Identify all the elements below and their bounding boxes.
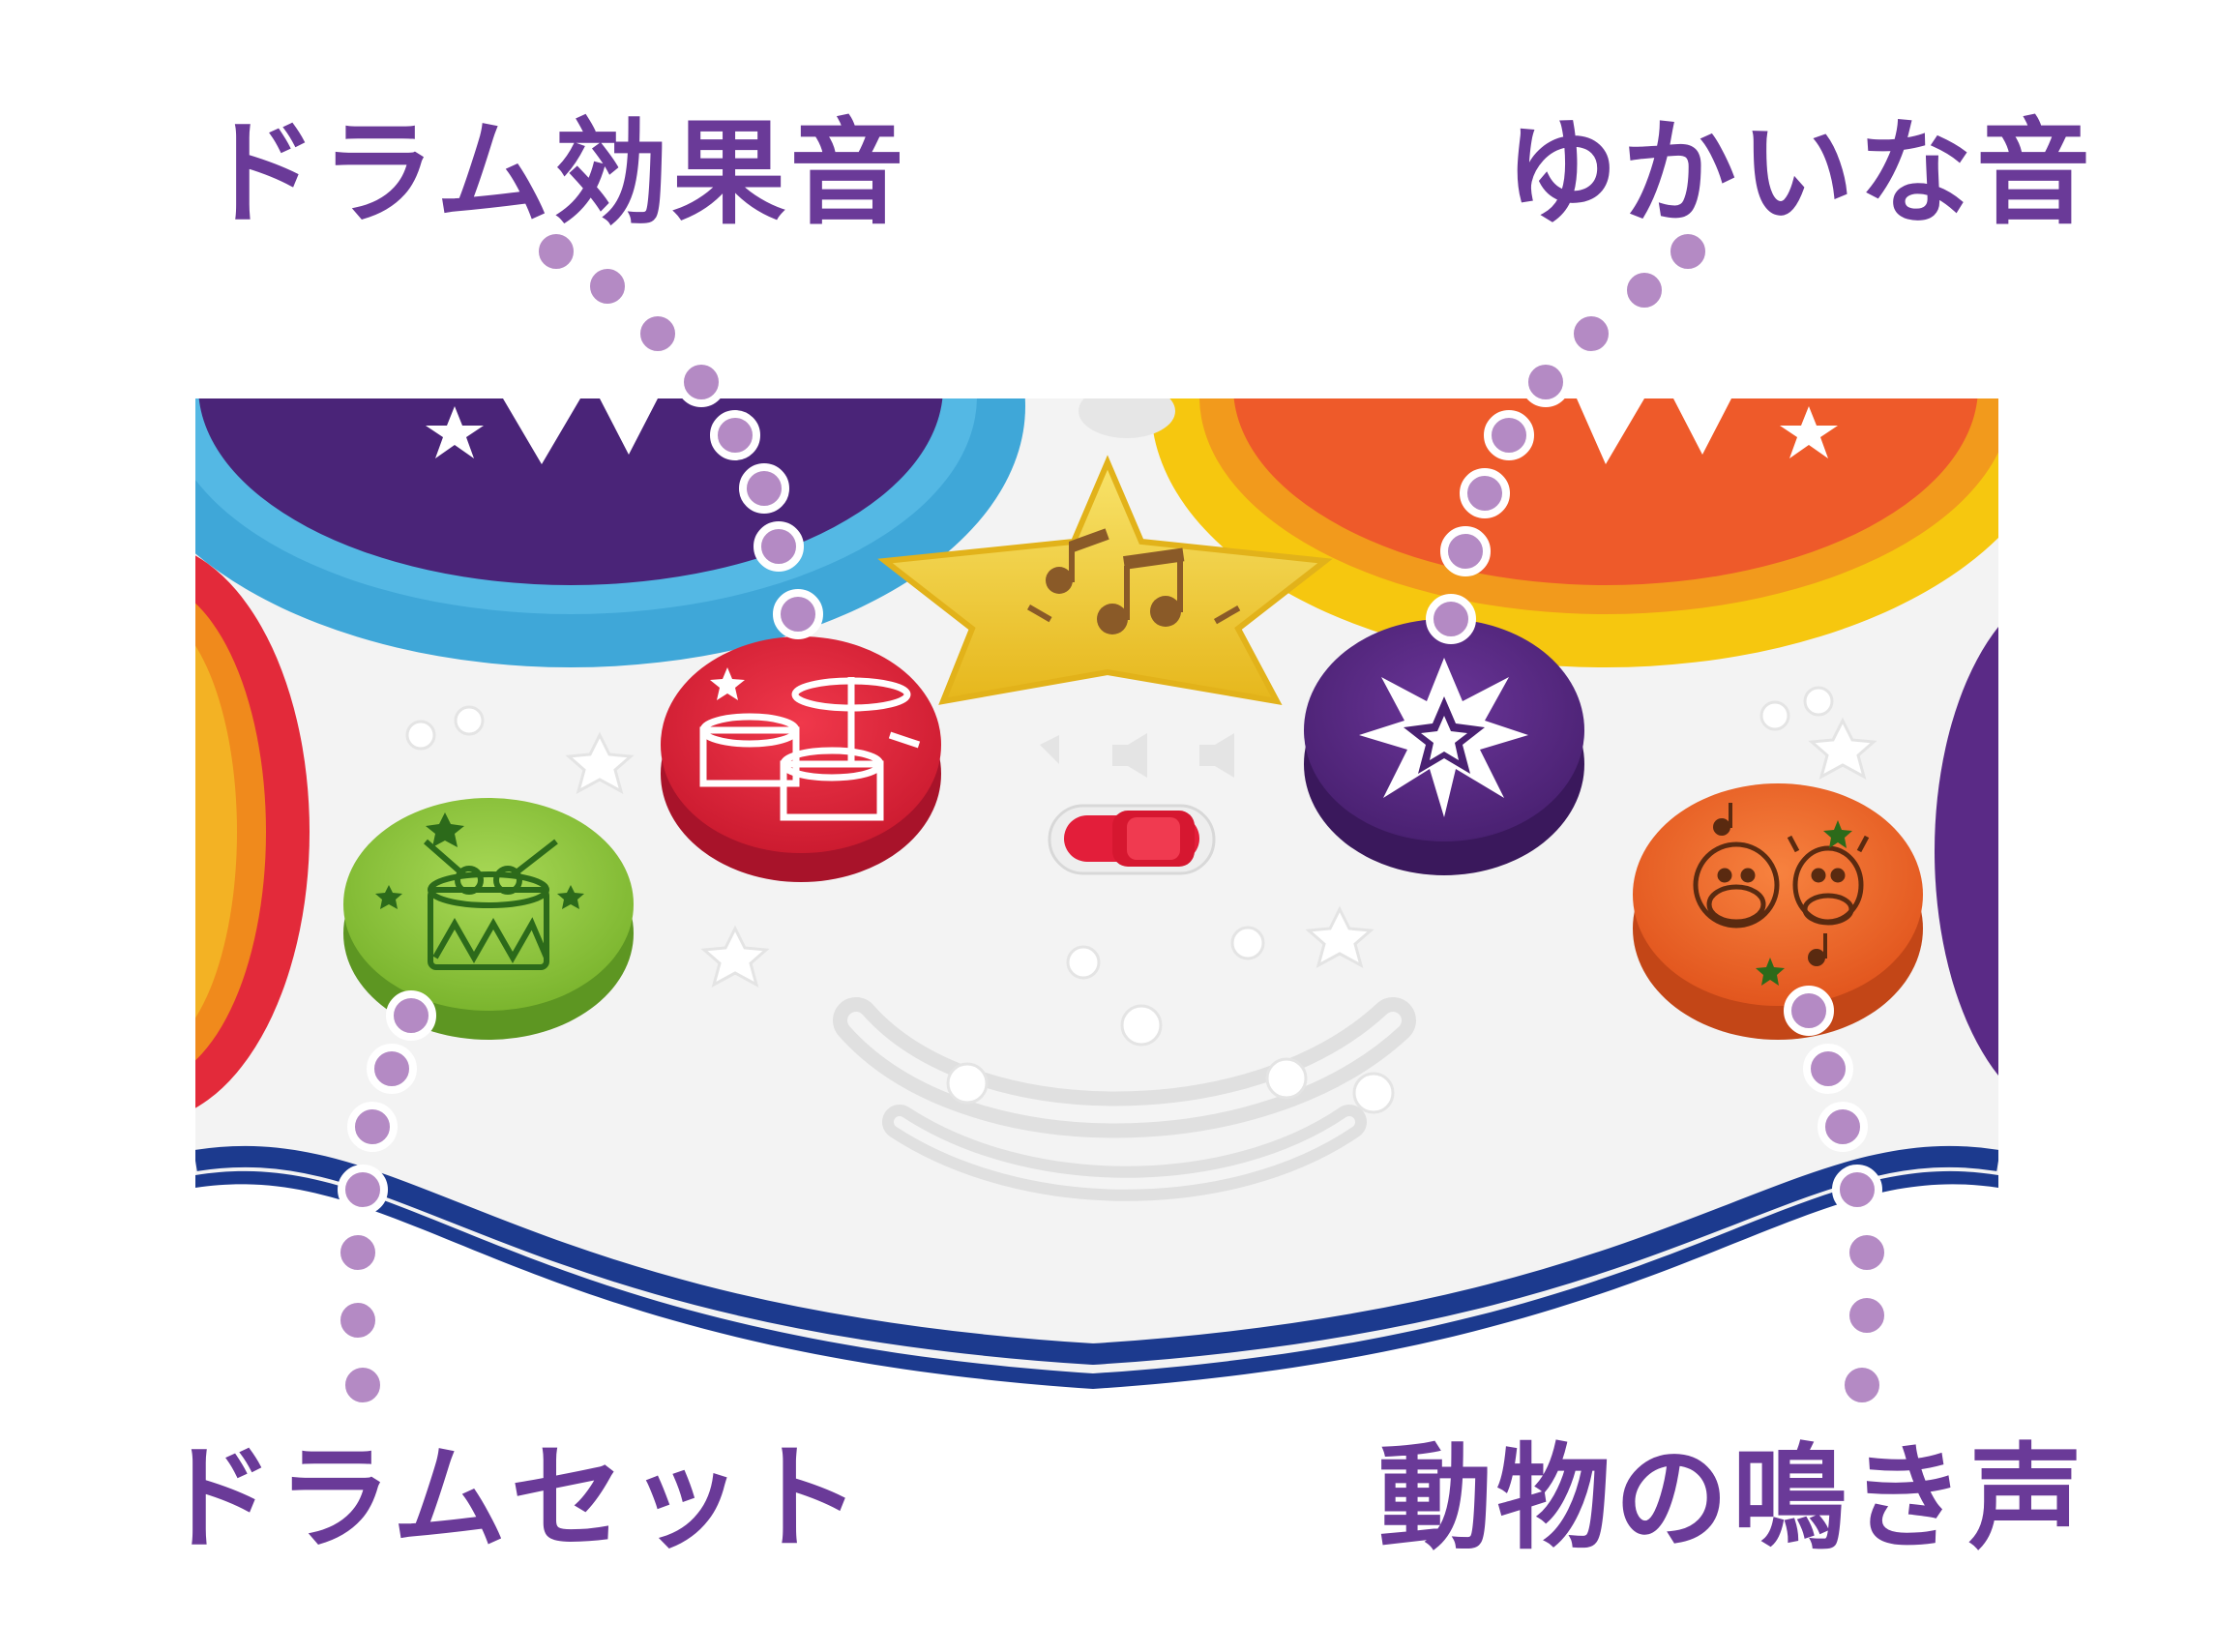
label-drum-set: ドラムセット xyxy=(160,1431,865,1565)
star-music-button xyxy=(877,455,1333,705)
drum-effects-button[interactable] xyxy=(661,636,941,882)
animal-faces-icon xyxy=(1693,835,1870,929)
animal-sounds-button[interactable] xyxy=(1633,783,1923,1040)
volume-switch[interactable] xyxy=(1048,804,1216,875)
drum-set-icon xyxy=(699,677,921,821)
label-fun-sounds: ゆかいな音 xyxy=(1504,106,2095,240)
label-drum-effects: ドラム効果音 xyxy=(203,106,908,240)
fun-sounds-button[interactable] xyxy=(1304,619,1584,875)
drum-icon xyxy=(424,839,558,970)
drum-button[interactable] xyxy=(343,798,634,1040)
leader-lines xyxy=(333,226,1892,1410)
label-animal-sounds: 動物の鳴き声 xyxy=(1378,1431,2087,1565)
